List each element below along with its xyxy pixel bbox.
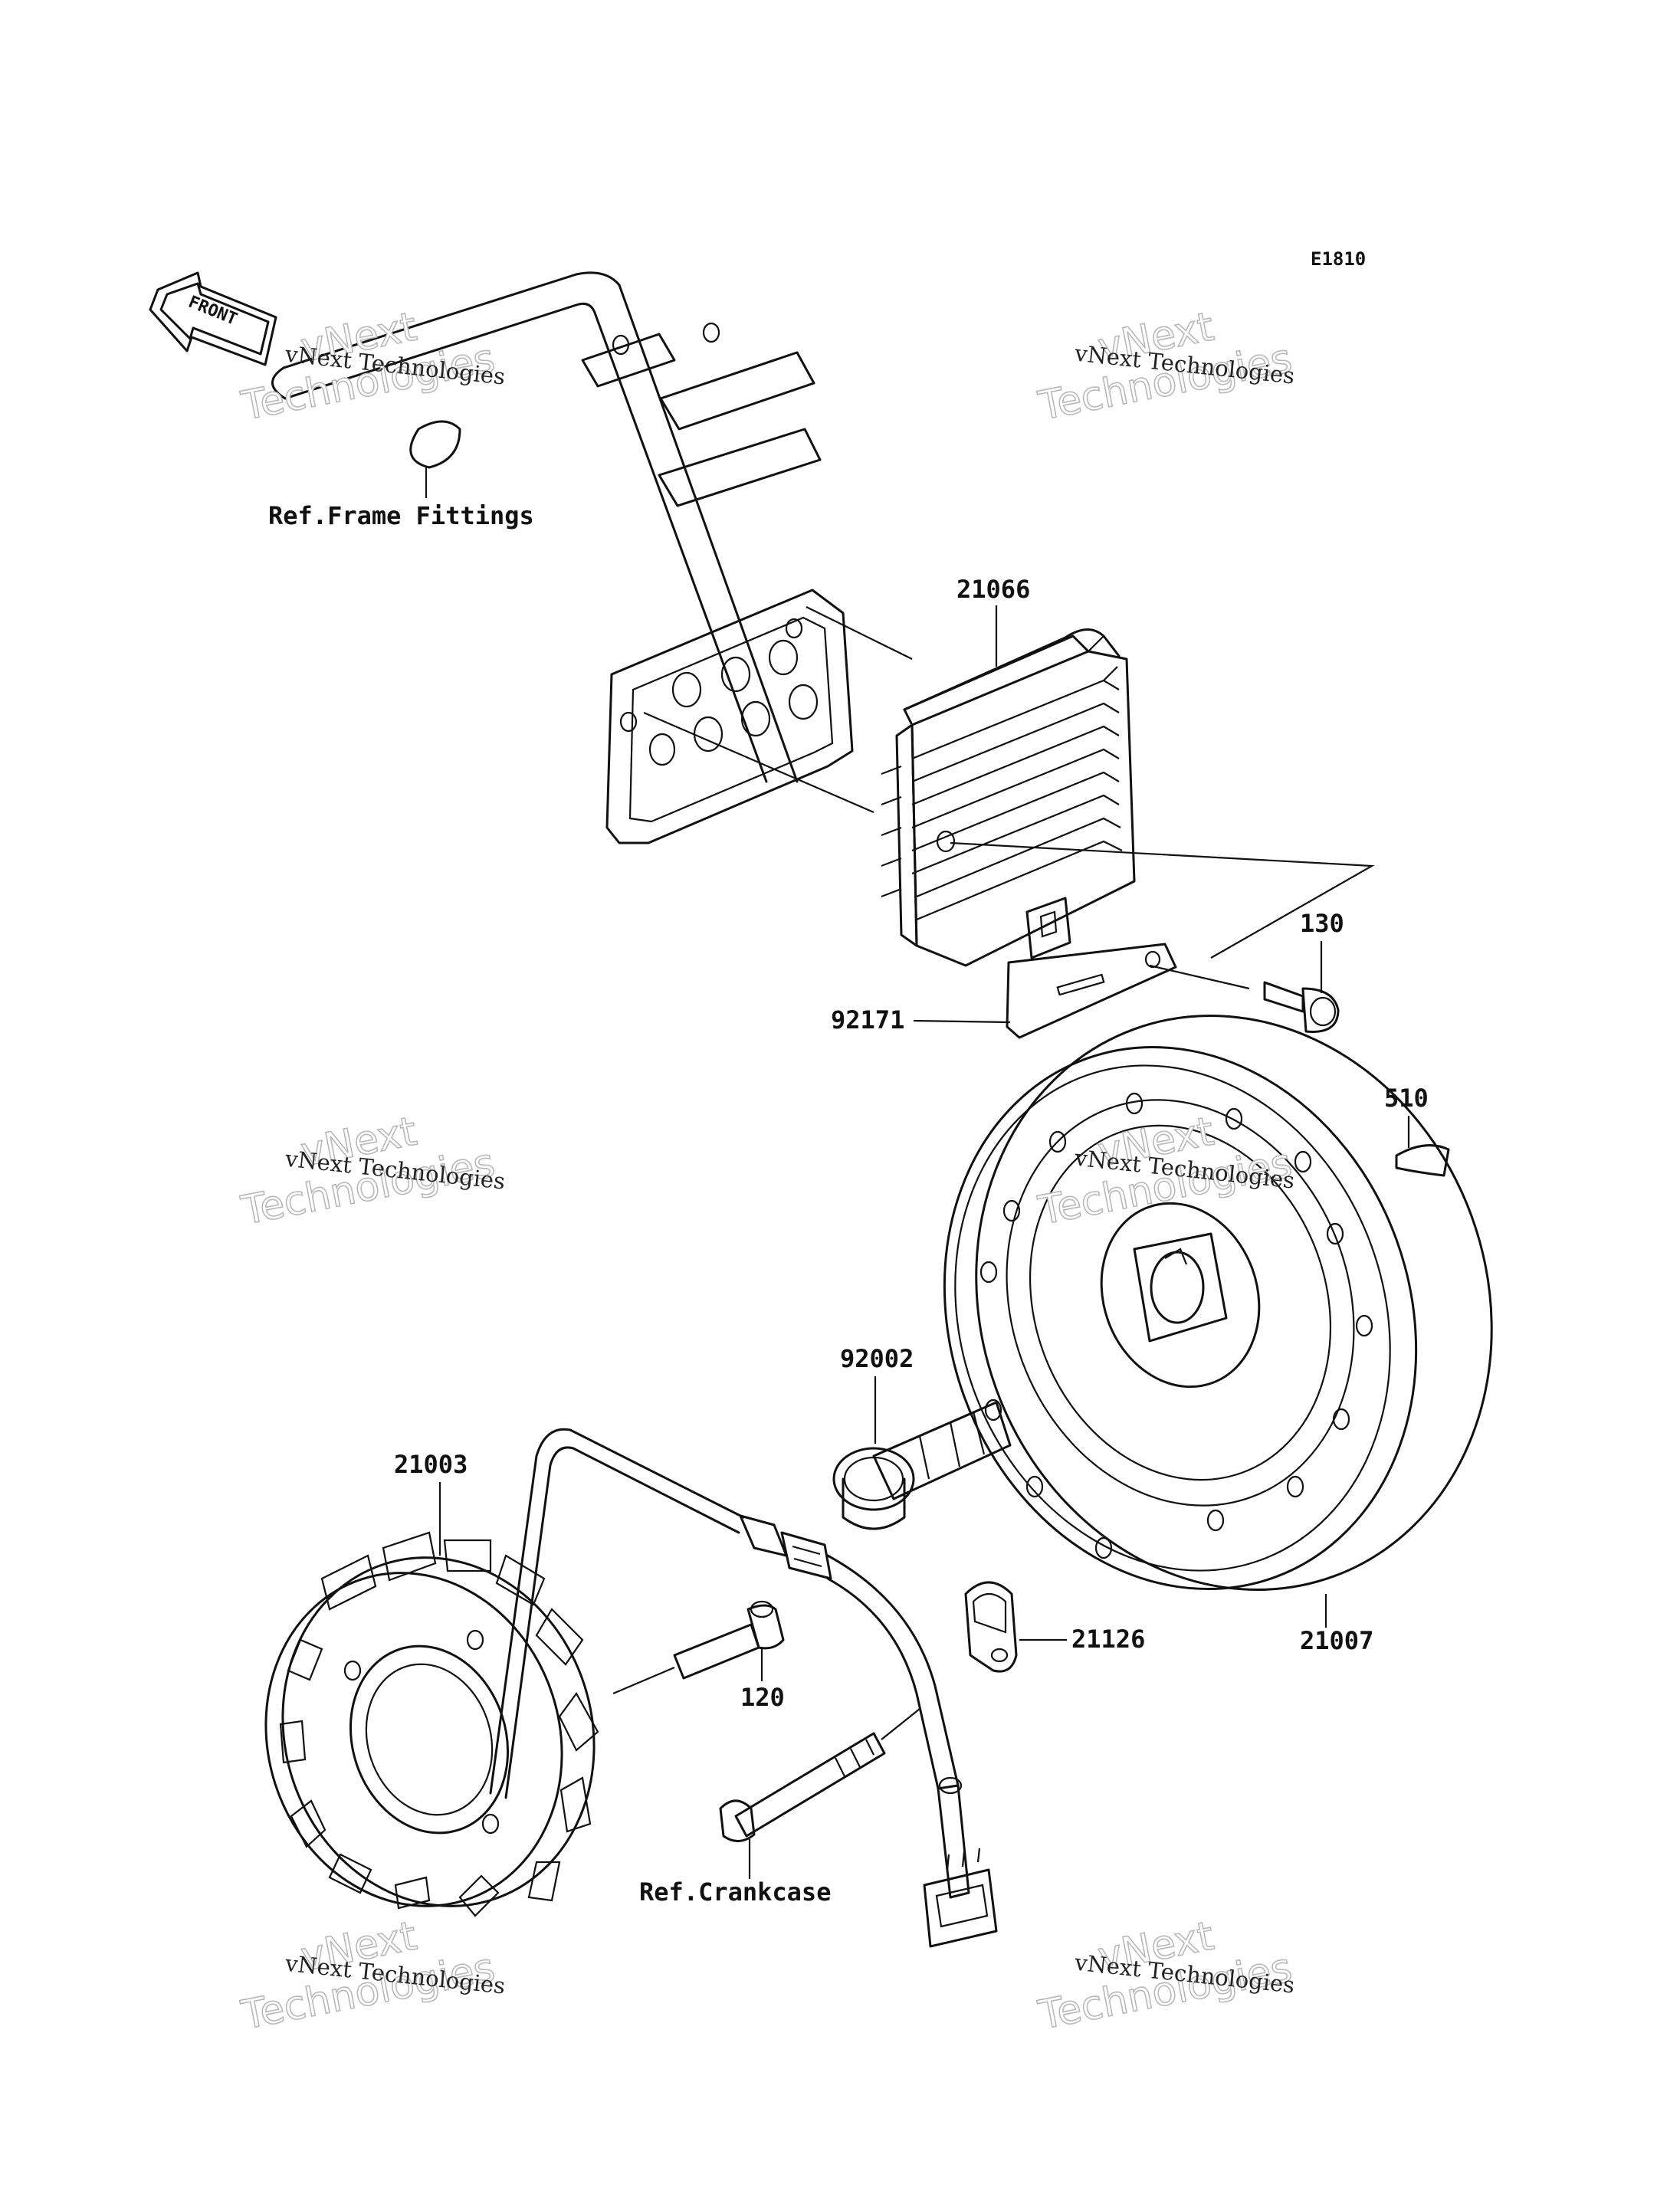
socket-bolt-120	[673, 1600, 785, 1680]
frame-bracket	[271, 271, 854, 844]
regulator-rectifier-21066	[881, 628, 1136, 967]
callout-21066: 21066	[956, 575, 1030, 604]
callout-21003: 21003	[394, 1450, 468, 1479]
diagram-code: E1810	[1311, 248, 1366, 270]
alignment-line-crankcase	[881, 1708, 920, 1740]
stator-wire-harness	[489, 1428, 998, 1948]
svg-text:vNext: vNext	[1094, 1109, 1218, 1176]
callout-92171: 92171	[831, 1005, 904, 1035]
callout-ref-frame-fittings: Ref.Frame Fittings	[268, 501, 534, 530]
callout-21126: 21126	[1071, 1625, 1145, 1654]
callout-120: 120	[740, 1683, 785, 1712]
stator-21003	[264, 1531, 599, 1917]
long-bolt-crankcase	[719, 1732, 886, 1842]
bracket-plate-92171	[1006, 943, 1177, 1039]
alignment-line-120	[612, 1666, 675, 1695]
wire-clamp-21126	[964, 1581, 1018, 1673]
front-arrow-icon: FRONT	[149, 271, 277, 366]
flywheel-rotor-21007	[943, 1015, 1493, 1591]
flange-bolt-92002	[832, 1401, 1012, 1530]
callout-21007: 21007	[1300, 1626, 1373, 1655]
bolt-130	[1263, 981, 1340, 1033]
woodruff-key-510	[1395, 1144, 1450, 1177]
leader-92171	[913, 1019, 1011, 1024]
callout-ref-crankcase: Ref.Crankcase	[639, 1877, 831, 1907]
alignment-lines	[643, 606, 1375, 990]
callout-92002: 92002	[840, 1344, 914, 1373]
callout-130: 130	[1300, 909, 1344, 938]
